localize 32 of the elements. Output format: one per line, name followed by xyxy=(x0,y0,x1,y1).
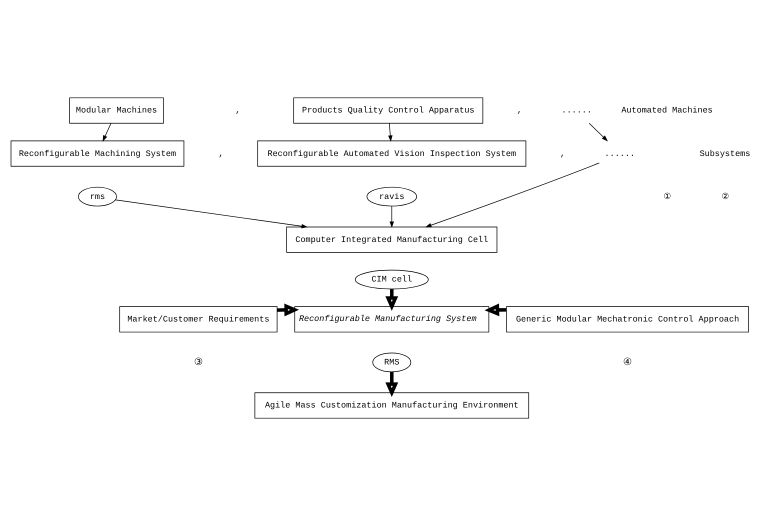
node-box: Computer Integrated Manufacturing Cell xyxy=(286,226,498,253)
node-text: ...... xyxy=(604,148,635,159)
node-box: Reconfigurable Automated Vision Inspection System xyxy=(257,140,526,167)
label: Automated Machines xyxy=(621,106,713,116)
node-text: ...... xyxy=(562,106,592,116)
label: ① xyxy=(664,192,671,202)
arrow xyxy=(385,372,398,398)
node-ellipse: rms xyxy=(78,186,117,206)
arrow xyxy=(425,162,600,228)
label: , xyxy=(560,148,566,159)
node-ellipse: ravis xyxy=(366,186,417,206)
node-box: Generic Modular Mechatronic Control Approach xyxy=(506,306,749,332)
arrow xyxy=(390,206,394,228)
label: Subsystems xyxy=(700,148,750,159)
arrow xyxy=(115,200,308,228)
node-box: Agile Mass Customization Manufacturing Environment xyxy=(254,392,530,419)
label: , xyxy=(235,106,240,116)
arrow xyxy=(102,122,112,142)
node-label: ④ xyxy=(623,357,632,368)
node-ellipse: CIM cell xyxy=(354,270,429,290)
node-box: Reconfigurable Manufacturing System xyxy=(294,306,490,332)
label: , xyxy=(218,148,224,159)
label: , xyxy=(517,106,522,116)
node-box: Modular Machines xyxy=(69,97,164,124)
arrow xyxy=(388,122,393,142)
node-box: Market/Customer Requirements xyxy=(119,306,278,332)
node-label: ③ xyxy=(194,357,203,368)
node-ellipse: RMS xyxy=(372,352,412,372)
label: ② xyxy=(721,192,728,202)
arrow xyxy=(588,122,608,142)
node-box: Reconfigurable Machining System xyxy=(10,140,184,167)
node-box: Products Quality Control Apparatus xyxy=(293,97,484,124)
